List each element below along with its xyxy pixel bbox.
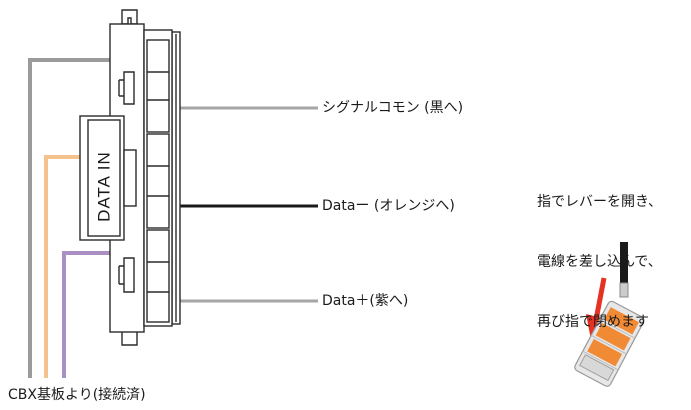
data-plus-label: Data＋(紫へ) [322, 293, 409, 309]
terminal-block [79, 9, 181, 346]
instruction-text: 指でレバーを開き、 電線を差し込んで、 再び指で閉めます [537, 152, 662, 352]
instruction-line: 再び指で閉めます [537, 314, 649, 330]
signal-common-label: シグナルコモン (黒へ) [322, 100, 464, 116]
output-lines [160, 106, 318, 303]
lever-connector-icon [574, 242, 645, 387]
down-left-arrow-icon [586, 277, 607, 340]
source-label: CBX基板より(接続済) [8, 387, 146, 403]
data-minus-label: Dataー (オレンジへ) [322, 198, 455, 214]
instruction-line: 指でレバーを開き、 [537, 194, 663, 210]
instruction-line: 電線を差し込んで、 [537, 254, 662, 270]
connector-label: DATA IN [94, 151, 114, 222]
